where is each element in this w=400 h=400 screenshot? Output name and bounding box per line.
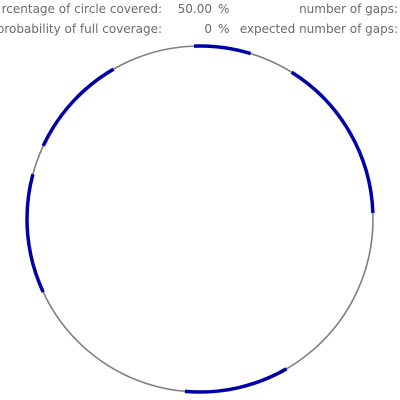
covered-arc xyxy=(25,173,45,293)
covered-arc xyxy=(193,44,252,56)
covered-arc xyxy=(184,367,288,394)
coverage-value: 50.00 xyxy=(177,2,212,16)
stats-panel: rcentage of circle covered: 50.00 % numb… xyxy=(0,0,400,40)
gaps-count-label: number of gaps: xyxy=(299,2,398,16)
expected-gaps-label: expected number of gaps: xyxy=(239,22,398,36)
probability-value: 0 xyxy=(204,22,212,36)
probability-unit: % xyxy=(218,22,230,36)
covered-arc xyxy=(41,67,115,147)
base-circle xyxy=(26,45,374,393)
coverage-unit: % xyxy=(218,2,230,16)
covered-arcs xyxy=(25,44,375,394)
covered-arc xyxy=(290,70,375,214)
coverage-label: rcentage of circle covered: xyxy=(1,2,162,16)
probability-label: probability of full coverage: xyxy=(0,22,162,36)
